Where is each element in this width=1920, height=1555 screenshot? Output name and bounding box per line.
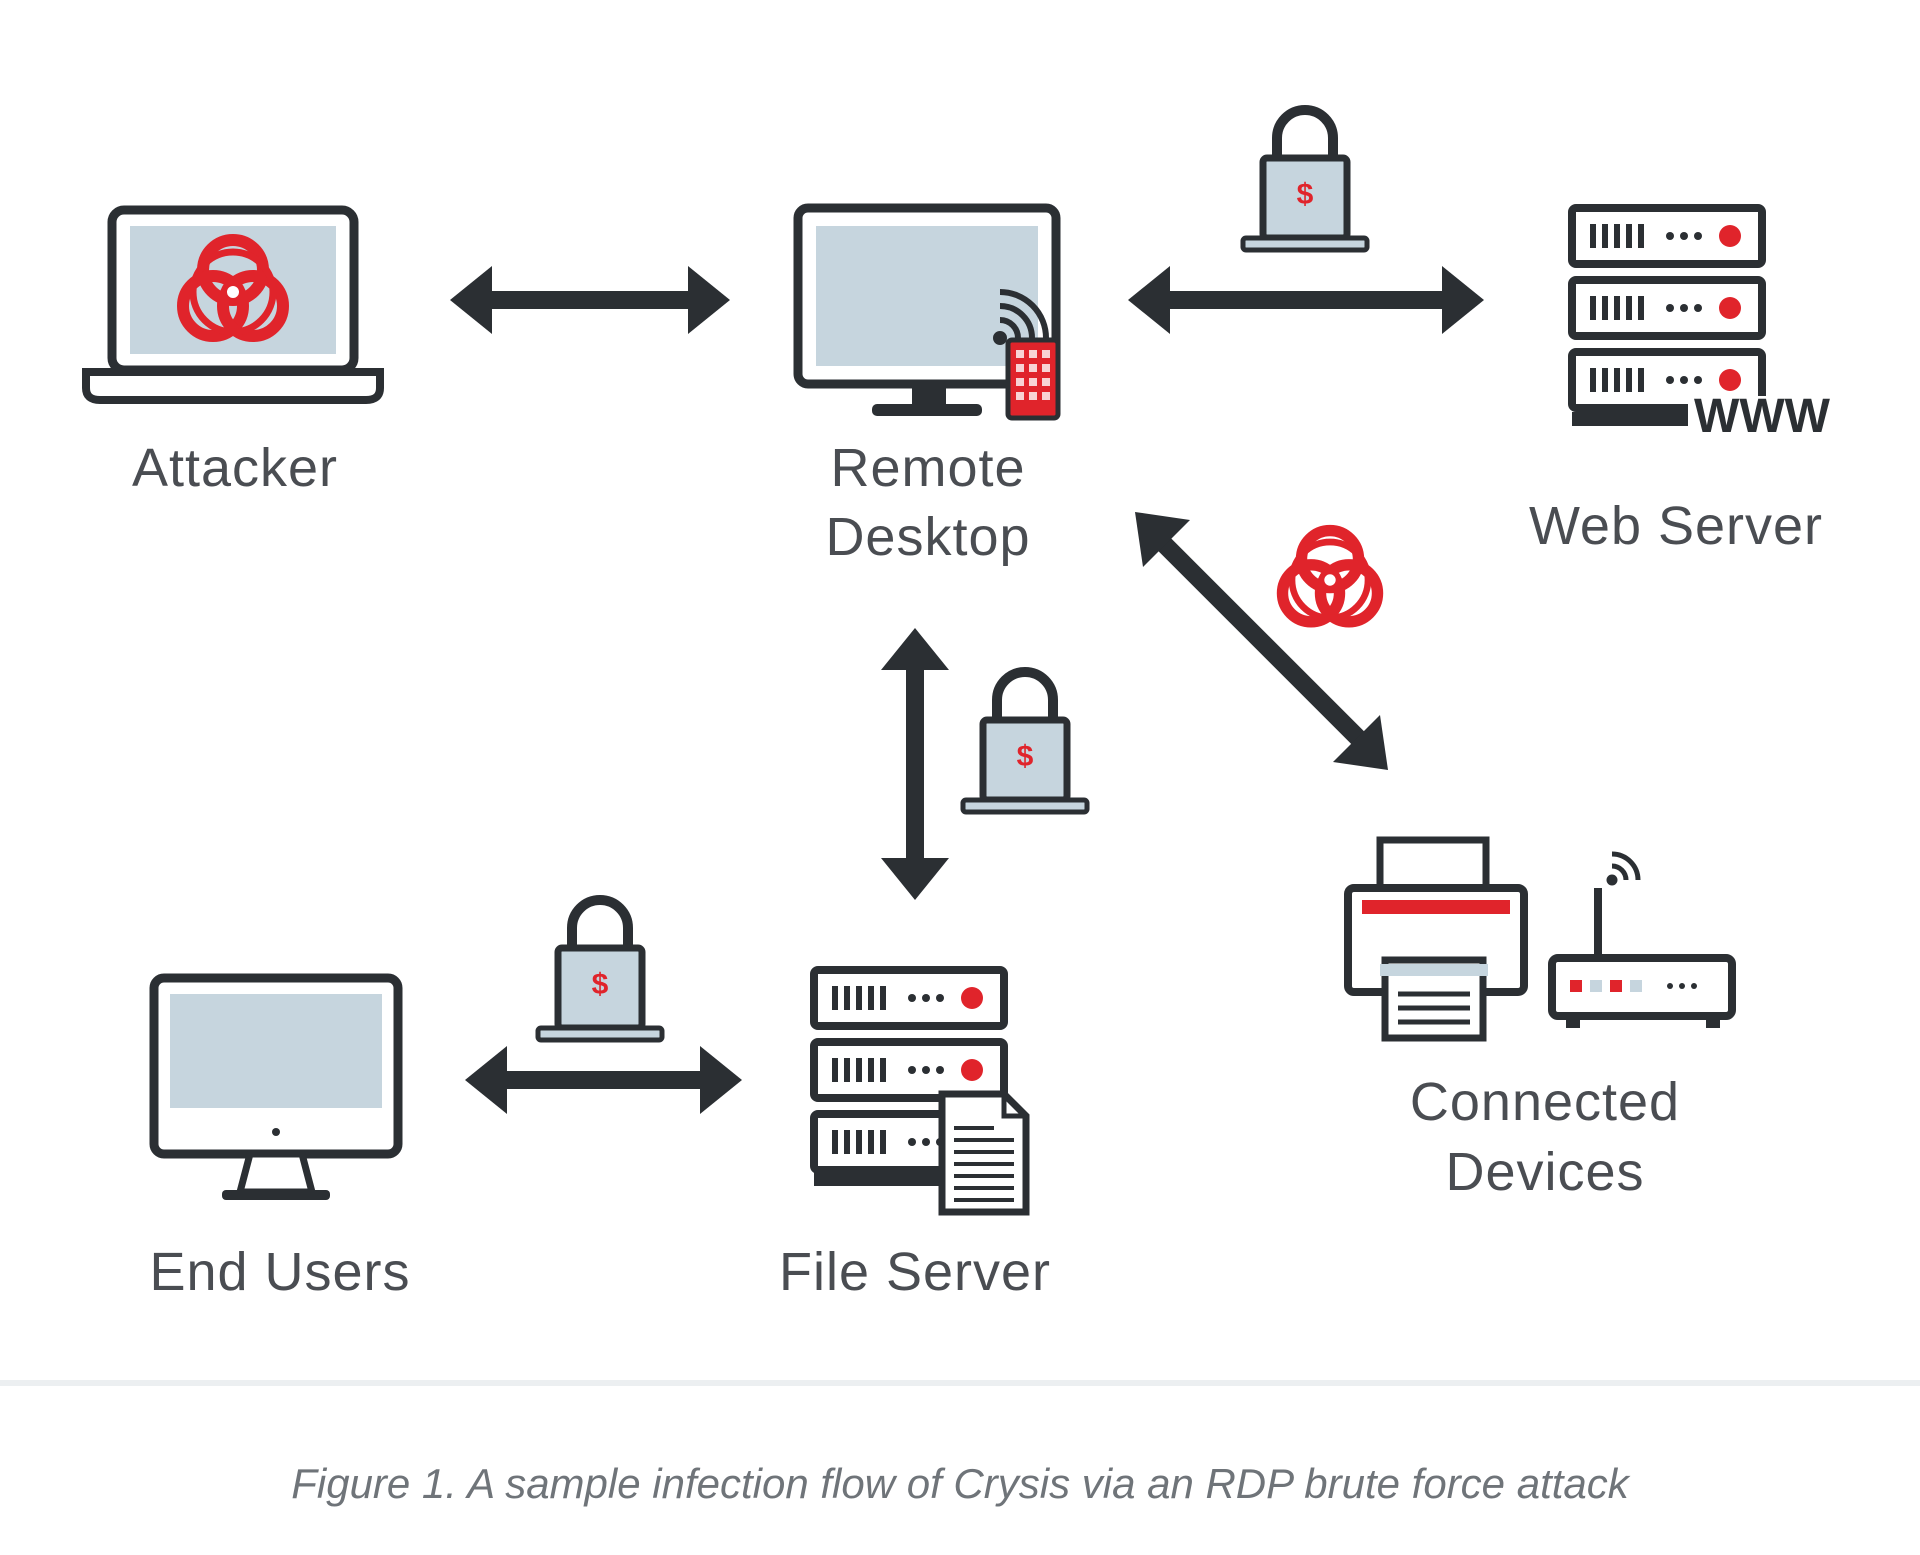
- file-server-label: File Server: [779, 1242, 1051, 1302]
- end-users-label: End Users: [149, 1242, 410, 1302]
- web-server-node: WWW Web Server: [1529, 208, 1836, 556]
- document-icon: [938, 1090, 1030, 1216]
- printer-icon: [1344, 836, 1528, 1042]
- arrow-remote-webserver: [1128, 266, 1484, 334]
- desktop-computer-icon: [149, 973, 403, 1200]
- arrow-endusers-fileserver: [465, 1046, 742, 1114]
- attacker-node: Attacker: [82, 205, 384, 498]
- wifi-icon: [993, 289, 1049, 345]
- connected-devices-node: Connected Devices: [1344, 836, 1736, 1202]
- keypad-icon: [1005, 337, 1061, 421]
- www-badge: WWW: [1694, 390, 1831, 443]
- end-users-node: End Users: [149, 973, 410, 1302]
- remote-desktop-label-line1: Remote: [830, 438, 1025, 498]
- arrow-remote-devices: [1135, 512, 1388, 770]
- connected-devices-label-line2: Devices: [1445, 1142, 1644, 1202]
- web-server-label: Web Server: [1529, 496, 1823, 556]
- padlock-icon: $: [1243, 110, 1367, 250]
- padlock-dollar: $: [1017, 740, 1034, 773]
- remote-desktop-label-line2: Desktop: [825, 507, 1030, 567]
- arrow-attacker-remote: [450, 266, 730, 334]
- padlock-icon: $: [538, 900, 662, 1040]
- padlock-dollar: $: [592, 968, 609, 1001]
- caption-divider: [0, 1380, 1920, 1555]
- padlock-dollar: $: [1297, 178, 1314, 211]
- padlock-icon: $: [963, 672, 1087, 812]
- router-icon: [1548, 851, 1736, 1028]
- arrow-remote-fileserver: [881, 628, 949, 900]
- connected-devices-label-line1: Connected: [1410, 1072, 1680, 1132]
- remote-desktop-node: Remote Desktop: [793, 203, 1061, 567]
- attacker-label: Attacker: [132, 438, 338, 498]
- biohazard-icon: [1283, 531, 1378, 622]
- figure-caption: Figure 1. A sample infection flow of Cry…: [291, 1460, 1629, 1507]
- file-server-node: File Server: [779, 970, 1051, 1302]
- monitor-icon: [793, 203, 1061, 416]
